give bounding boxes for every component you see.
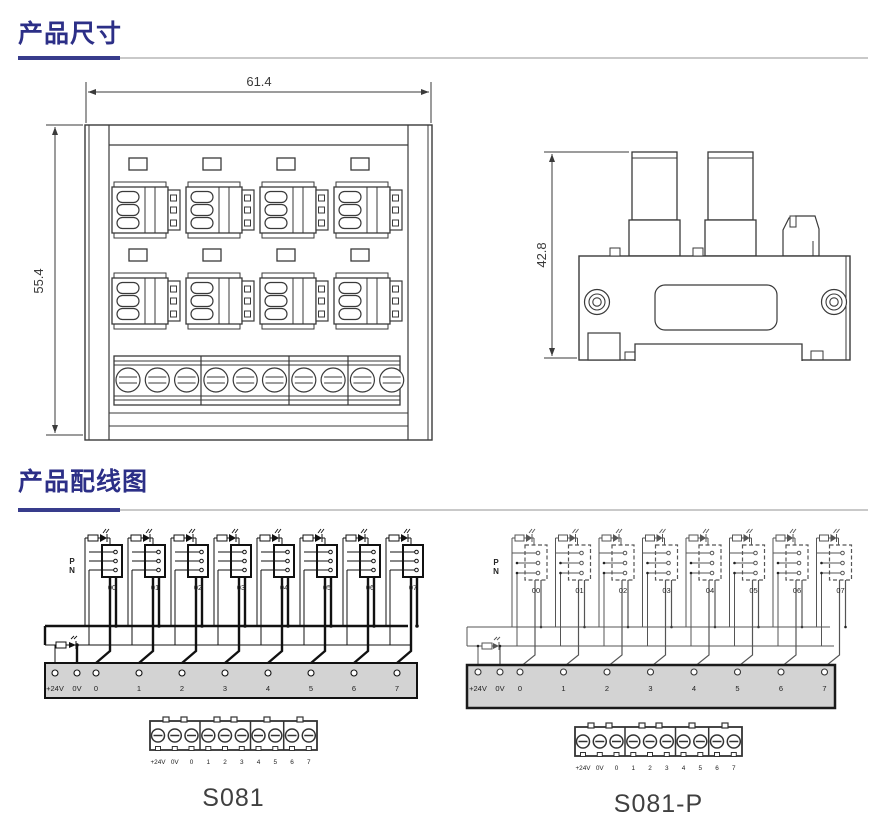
strip-terminal-label: 7 [307, 759, 311, 766]
section-rule [18, 56, 868, 60]
strip-terminal-label: 0V [171, 759, 180, 766]
bus-terminal-label: 5 [309, 684, 313, 693]
channel-label: 01 [151, 583, 159, 592]
n-rail-label: N [69, 566, 75, 575]
bus-terminal-label: +24V [46, 684, 64, 693]
bus-terminal-label: 1 [137, 684, 141, 693]
bus-terminal-label: 6 [352, 684, 356, 693]
section-title-dimensions: 产品尺寸 [18, 20, 123, 48]
channel-label: 00 [108, 583, 116, 592]
n-rail-label: N [493, 567, 499, 576]
strip-terminal-label: 6 [290, 759, 294, 766]
bus-terminal-label: 6 [779, 684, 783, 693]
strip-terminal-label: 3 [240, 759, 244, 766]
channel-label: 07 [836, 586, 844, 595]
channel-label: 05 [323, 583, 331, 592]
strip-terminal-label: 1 [632, 765, 636, 772]
strip-terminal-label: 4 [257, 759, 261, 766]
p-rail-label: P [69, 557, 75, 566]
channel-label: 06 [793, 586, 801, 595]
terminal-strip-s081: +24V 0V 0 1 2 3 4 5 6 7 S081 [149, 716, 318, 812]
side-view-drawing: 42.8 [535, 151, 851, 361]
channel-label: 05 [749, 586, 757, 595]
section-rule [18, 508, 868, 512]
strip-terminal-label: 5 [699, 765, 703, 772]
channel-label: 03 [237, 583, 245, 592]
channel-label: 07 [409, 583, 417, 592]
bus-terminal-label: +24V [469, 684, 487, 693]
bus-terminal-label: 0V [495, 684, 504, 693]
channel-label: 00 [532, 586, 540, 595]
strip-terminal-label: 2 [223, 759, 227, 766]
bus-terminal-label: 7 [822, 684, 826, 693]
bus-terminal-label: 1 [561, 684, 565, 693]
p-rail-label: P [493, 558, 499, 567]
strip-terminal-label: 7 [732, 765, 736, 772]
wiring-diagram-s081p: P N 00 01 02 03 04 05 06 07 +24V 0V [465, 528, 853, 710]
bus-terminal-label: 0V [72, 684, 81, 693]
channel-label: 03 [662, 586, 670, 595]
strip-terminal-label: 2 [648, 765, 652, 772]
rule-accent [18, 508, 120, 512]
strip-terminal-label: 6 [715, 765, 719, 772]
channel-label: 04 [706, 586, 714, 595]
strip-terminal-label: +24V [150, 759, 166, 766]
bus-terminal-label: 3 [223, 684, 227, 693]
model-name-s081p: S081-P [614, 790, 703, 818]
bus-terminal-label: 5 [735, 684, 739, 693]
strip-terminal-label: 5 [274, 759, 278, 766]
bus-terminal-label: 4 [692, 684, 696, 693]
strip-terminal-label: 1 [207, 759, 211, 766]
strip-terminal-label: 4 [682, 765, 686, 772]
dim-side-height: 42.8 [535, 242, 549, 267]
rule-muted [18, 57, 868, 59]
rule-muted [18, 509, 868, 511]
front-view-drawing: 61.4 55.4 [31, 74, 433, 441]
bus-terminal-label: 0 [518, 684, 522, 693]
terminal-strip-s081p: +24V 0V 0 1 2 3 4 5 6 7 S081-P [574, 722, 743, 818]
channel-label: 01 [575, 586, 583, 595]
strip-terminal-label: 0V [596, 765, 605, 772]
bus-terminal-label: 2 [180, 684, 184, 693]
bus-terminal-label: 7 [395, 684, 399, 693]
wiring-diagram-s081: P N 00 01 02 03 04 05 06 07 +24V 0V 0 [43, 527, 425, 699]
channel-label: 04 [280, 583, 288, 592]
section-title-wiring: 产品配线图 [18, 468, 149, 496]
rule-accent [18, 56, 120, 60]
channel-label: 06 [366, 583, 374, 592]
bus-terminal-label: 0 [94, 684, 98, 693]
dim-front-height: 55.4 [31, 268, 46, 293]
model-name-s081: S081 [202, 784, 264, 812]
strip-terminal-label: 0 [190, 759, 194, 766]
strip-terminal-label: 3 [665, 765, 669, 772]
bus-terminal-label: 2 [605, 684, 609, 693]
channel-label: 02 [619, 586, 627, 595]
channel-label: 02 [194, 583, 202, 592]
strip-terminal-label: 0 [615, 765, 619, 772]
dim-front-width: 61.4 [246, 74, 271, 89]
bus-terminal-label: 4 [266, 684, 270, 693]
bus-terminal-label: 3 [648, 684, 652, 693]
strip-terminal-label: +24V [575, 765, 591, 772]
